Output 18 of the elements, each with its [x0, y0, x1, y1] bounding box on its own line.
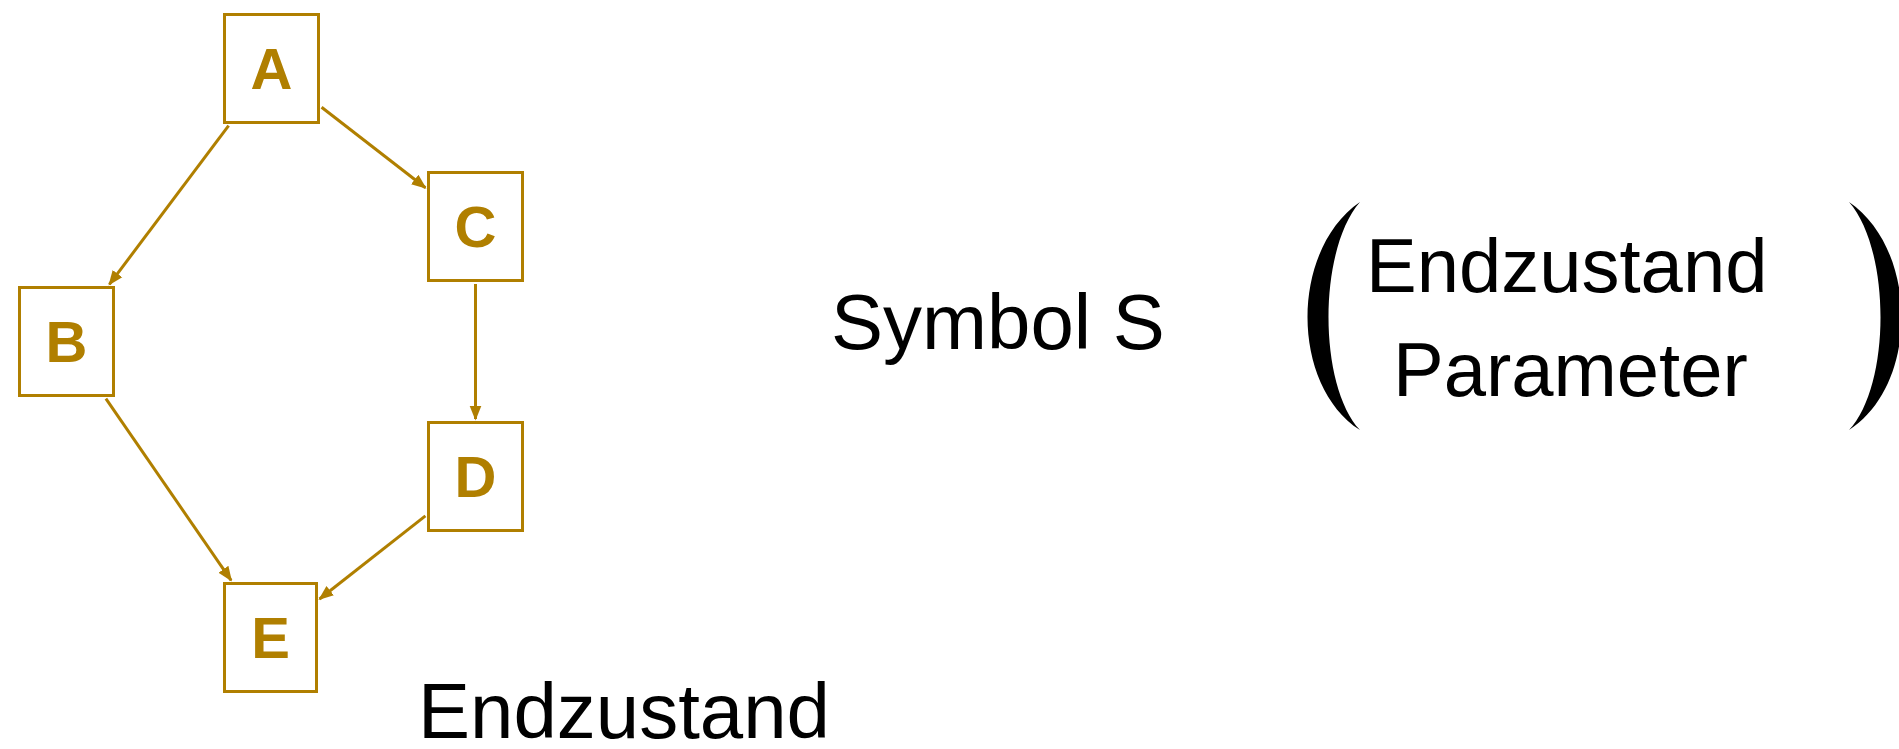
state-box [223, 582, 318, 693]
symbol-text: Parameter [1393, 332, 1748, 408]
state-letter: A [250, 39, 293, 98]
symbol-text: Endzustand [1366, 228, 1768, 304]
arrow [469, 284, 482, 421]
state-caption: Endzustand [418, 672, 830, 749]
state-letter: B [45, 312, 88, 371]
state-letter: E [251, 608, 290, 667]
state-box [427, 171, 524, 282]
arrow [104, 397, 233, 582]
state-box [427, 421, 524, 532]
arrow [318, 514, 427, 601]
state-box [18, 286, 115, 397]
state-letter: D [454, 447, 497, 506]
state-letter: C [454, 197, 497, 256]
state-box [223, 13, 320, 124]
arrow [108, 124, 230, 286]
arrow [320, 106, 427, 189]
